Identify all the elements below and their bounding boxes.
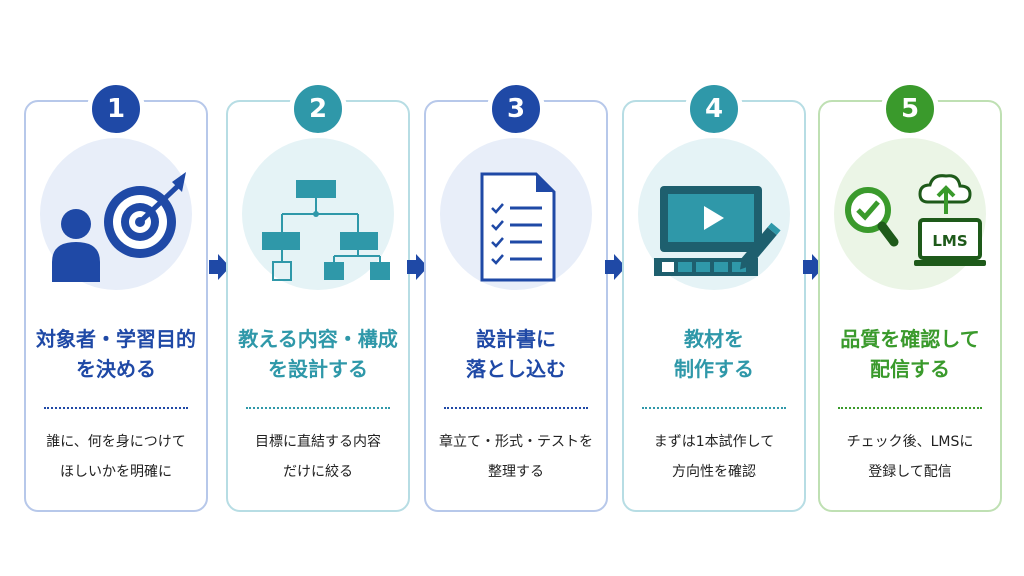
step-description: まずは1本試作して 方向性を確認: [653, 434, 775, 480]
arrow-right-icon: [407, 254, 428, 280]
svg-text:LMS: LMS: [932, 232, 967, 250]
step-illustration: [440, 138, 592, 290]
step-card-2: 2 教える内容・構成 を設計する 目標に直結する内容 だけに絞る: [226, 80, 410, 512]
video-pencil-icon: [654, 186, 781, 276]
check-upload-lms-icon: LMS: [845, 174, 986, 266]
step-description: チェック後、LMSに 登録して配信: [846, 434, 974, 480]
step-card-5: 5 LMS 品質を確認して 配信する チェック後、LMSに 登録して配信: [818, 80, 1002, 512]
step-title: 品質を確認して 配信する: [840, 327, 980, 381]
step-description: 章立て・形式・テストを 整理する: [439, 434, 593, 480]
arrow-right-icon: [209, 254, 230, 280]
step-illustration: [40, 138, 192, 290]
flowchart-icon: [262, 180, 390, 281]
step-description: 誰に、何を身につけて ほしいかを明確に: [46, 434, 186, 480]
step-title: 教材を 制作する: [674, 327, 754, 381]
dotted-divider: [642, 407, 786, 409]
step-title: 設計書に 落とし込む: [466, 327, 566, 381]
step-number-badge: 1: [87, 80, 145, 138]
checklist-document-icon: [480, 172, 556, 282]
step-card-3: 3 設計書に 落とし込む 章立て・形式・テストを 整理する: [424, 80, 608, 512]
step-title: 対象者・学習目的 を決める: [36, 327, 196, 381]
step-number-badge: 5: [881, 80, 939, 138]
step-card-1: 1 対象者・学習目的 を決める 誰に、何を身につけて ほしいかを明確に: [24, 80, 208, 512]
user-target-icon: [52, 172, 186, 282]
dotted-divider: [838, 407, 982, 409]
arrow-right-icon: [803, 254, 824, 280]
step-illustration: [638, 138, 790, 290]
step-number-badge: 3: [487, 80, 545, 138]
step-number-badge: 2: [289, 80, 347, 138]
step-title: 教える内容・構成 を設計する: [238, 327, 398, 381]
step-description: 目標に直結する内容 だけに絞る: [255, 434, 381, 480]
dotted-divider: [246, 407, 390, 409]
step-illustration: [242, 138, 394, 290]
step-number-badge: 4: [685, 80, 743, 138]
arrow-right-icon: [605, 254, 626, 280]
step-illustration: LMS: [834, 138, 986, 290]
dotted-divider: [44, 407, 188, 409]
step-card-4: 4 教材を 制作する まずは1本試作して 方向性を確認: [622, 80, 806, 512]
dotted-divider: [444, 407, 588, 409]
